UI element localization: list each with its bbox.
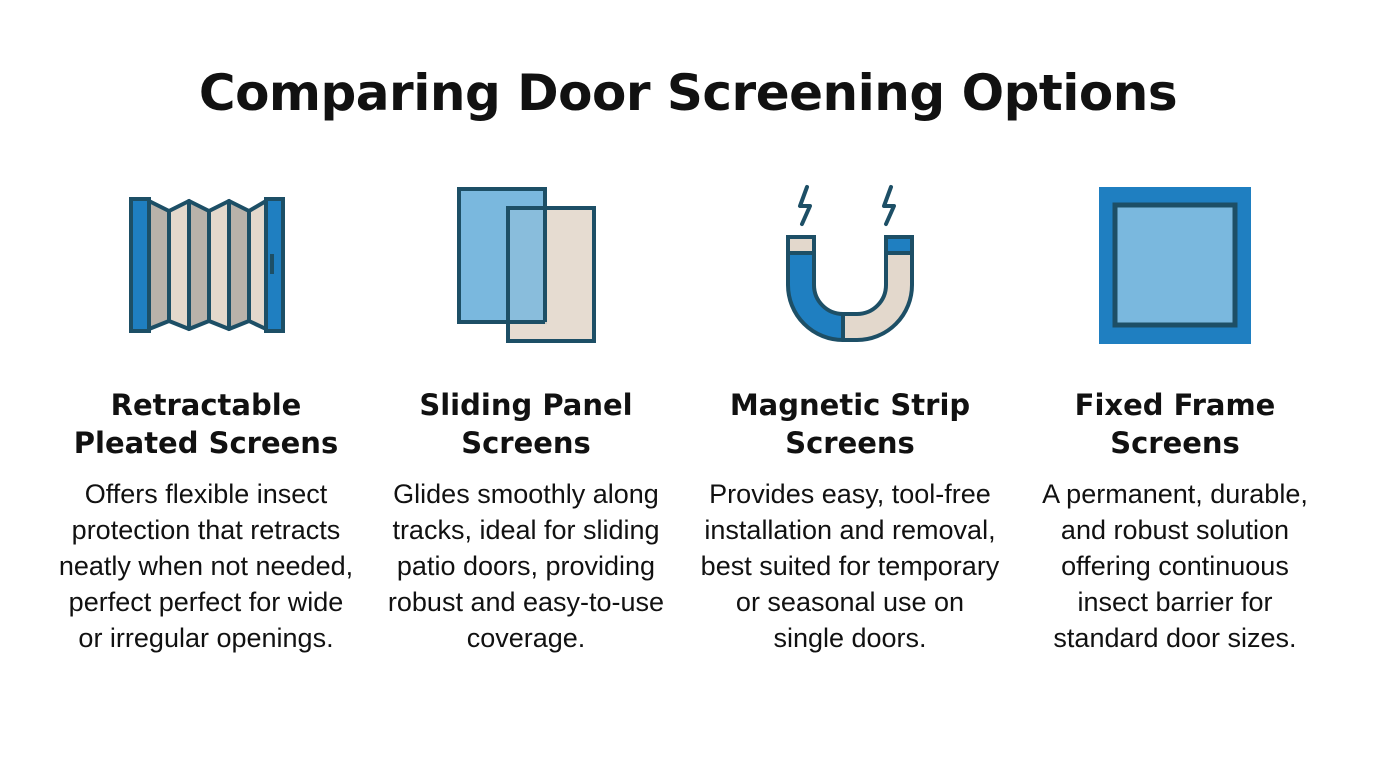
option-card-fixed-frame: Fixed Frame Screens A permanent, durable… xyxy=(1025,180,1325,720)
option-title-line1: Retractable xyxy=(110,388,302,422)
pleated-screen-icon xyxy=(106,180,306,350)
option-title-line2: Screens xyxy=(785,426,915,460)
options-grid: Retractable Pleated Screens Offers flexi… xyxy=(0,180,1376,720)
option-title-line2: Screens xyxy=(1110,426,1240,460)
option-title: Sliding Panel Screens xyxy=(376,386,676,462)
fixed-frame-icon xyxy=(1075,180,1275,350)
option-card-retractable-pleated: Retractable Pleated Screens Offers flexi… xyxy=(56,180,356,720)
option-description: A permanent, durable, and robust solutio… xyxy=(1042,479,1308,653)
option-title-line1: Fixed Frame xyxy=(1074,388,1276,422)
option-card-sliding-panel: Sliding Panel Screens Glides smoothly al… xyxy=(376,180,676,720)
option-title: Fixed Frame Screens xyxy=(1025,386,1325,462)
option-description: Offers flexible insect protection that r… xyxy=(58,479,354,653)
option-description: Provides easy, tool-free installation an… xyxy=(700,479,1000,653)
option-title-line1: Sliding Panel xyxy=(419,388,633,422)
page-title: Comparing Door Screening Options xyxy=(198,64,1178,122)
option-title-line2: Screens xyxy=(461,426,591,460)
option-title: Magnetic Strip Screens xyxy=(700,386,1000,462)
magnet-icon xyxy=(750,180,950,350)
option-title-line2: Pleated Screens xyxy=(73,426,339,460)
sliding-panel-icon xyxy=(426,180,626,350)
option-title: Retractable Pleated Screens xyxy=(56,386,356,462)
option-description: Glides smoothly along tracks, ideal for … xyxy=(387,479,665,653)
option-card-magnetic-strip: Magnetic Strip Screens Provides easy, to… xyxy=(700,180,1000,720)
option-title-line1: Magnetic Strip xyxy=(729,388,971,422)
